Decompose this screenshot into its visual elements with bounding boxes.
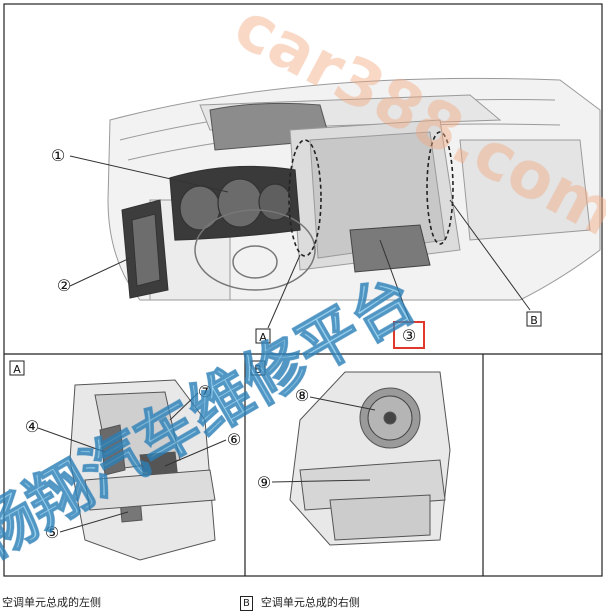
callout-5-label: ⑤ bbox=[45, 523, 59, 542]
callout-4-label: ④ bbox=[25, 417, 39, 436]
callout-9: ⑨ bbox=[257, 473, 271, 492]
detail-a-illustration bbox=[69, 379, 216, 561]
steering-wheel bbox=[194, 209, 316, 291]
left-dash-unit bbox=[121, 199, 169, 299]
callout-8: ⑧ bbox=[295, 386, 309, 405]
callout-1: ① bbox=[51, 146, 65, 165]
diagram-frame bbox=[3, 3, 603, 577]
detail-b-illustration bbox=[289, 371, 451, 546]
view-region-outlines bbox=[288, 131, 454, 257]
caption-left: 空调单元总成的左侧 bbox=[2, 596, 101, 609]
view-marker-a: A bbox=[255, 328, 271, 344]
view-marker-a-label: A bbox=[259, 331, 267, 344]
main-leader-lines bbox=[69, 155, 531, 329]
view-marker-b: B bbox=[526, 311, 542, 327]
detail-b-tag: B bbox=[250, 360, 266, 376]
callout-7: ⑦ bbox=[198, 382, 212, 401]
caption-right-text: 空调单元总成的右侧 bbox=[260, 596, 360, 609]
callout-3-highlight-box bbox=[393, 321, 425, 349]
callout-2-label: ② bbox=[57, 276, 71, 295]
detail-a-tag: A bbox=[9, 360, 25, 376]
callout-6: ⑥ bbox=[227, 430, 241, 449]
callout-6-label: ⑥ bbox=[227, 430, 241, 449]
detail-a-leader-lines bbox=[37, 392, 227, 533]
callout-7-label: ⑦ bbox=[198, 382, 212, 401]
detail-b-leader-lines bbox=[271, 396, 376, 483]
detail-b-tag-label: B bbox=[254, 363, 262, 376]
view-marker-b-label: B bbox=[530, 314, 538, 327]
callout-1-label: ① bbox=[51, 146, 65, 165]
callout-3-label: ③ bbox=[402, 326, 416, 345]
callout-8-label: ⑧ bbox=[295, 386, 309, 405]
instrument-cluster bbox=[169, 165, 301, 241]
dashboard-illustration bbox=[107, 77, 601, 301]
callout-3: ③ bbox=[393, 321, 425, 349]
callout-2: ② bbox=[57, 276, 71, 295]
callout-5: ⑤ bbox=[45, 523, 59, 542]
callout-4: ④ bbox=[25, 417, 39, 436]
detail-a-tag-label: A bbox=[13, 363, 21, 376]
callout-9-label: ⑨ bbox=[257, 473, 271, 492]
